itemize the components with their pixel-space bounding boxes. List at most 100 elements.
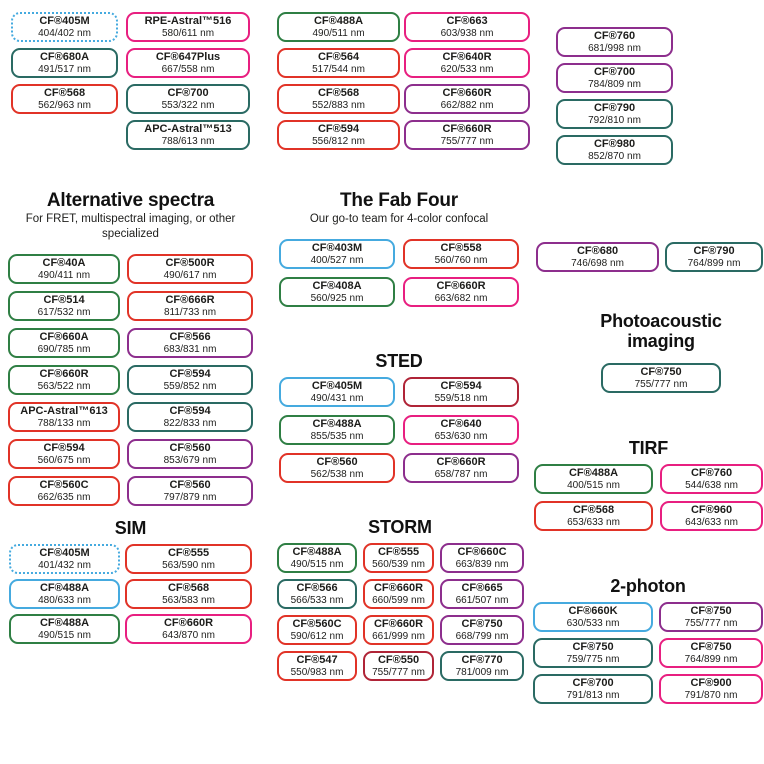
dye-wavelengths: 630/533 nm [566,617,620,629]
dye-name: CF®700 [572,677,614,689]
dye-wavelengths: 855/535 nm [310,430,364,442]
dye-wavelengths: 755/777 nm [634,378,688,390]
dye-wavelengths: 764/899 nm [687,257,741,269]
dye-wavelengths: 667/558 nm [161,63,215,75]
dye-name: CF®40A [42,257,86,269]
dye-name: CF®750 [572,641,614,653]
dye-name: CF®405M [39,547,90,559]
dye-wavelengths: 759/775 nm [566,653,620,665]
dye-wavelengths: 560/925 nm [310,292,364,304]
dye-name: CF®594 [169,368,211,380]
dye-wavelengths: 517/544 nm [312,63,365,75]
dye-name: CF®750 [690,605,732,617]
dye-name: CF®488A [292,546,342,558]
dye-name: CF®660C [457,546,507,558]
dye-name: CF®660A [39,331,89,343]
dye-wavelengths: 791/813 nm [566,689,620,701]
dye-name: CF®660R [39,368,89,380]
dye-name: CF®680 [576,245,619,257]
dye-wavelengths: 590/612 nm [290,630,344,642]
dye-wavelengths: 617/532 nm [37,306,91,318]
dye-wavelengths: 658/787 nm [434,468,488,480]
dye-name: CF®760 [593,30,636,42]
dye-name: CF®660R [436,280,486,292]
dye-wavelengths: 662/635 nm [37,491,91,503]
dye-name: CF®488A [313,15,364,27]
dye-wavelengths: 681/998 nm [588,42,641,54]
storm-title: STORM [368,517,432,537]
dye-wavelengths: 661/507 nm [455,594,509,606]
dye-name: CF®640R [442,51,492,63]
dye-name: CF®560 [316,456,358,468]
dye-name: CF®568 [167,582,210,594]
dye-name: CF®488A [568,467,619,479]
dye-name: CF®660R [442,87,492,99]
dye-wavelengths: 811/733 nm [163,306,217,318]
dye-name: CF®405M [311,380,363,392]
dye-wavelengths: 562/963 nm [38,99,91,111]
dye-name: CF®700 [167,87,209,99]
dye-name: RPE-Astral™516 [144,15,232,27]
dye-name: CF®568 [317,87,360,99]
dye-wavelengths: 566/533 nm [290,594,344,606]
dye-wavelengths: 660/599 nm [372,594,425,606]
dye-wavelengths: 683/831 nm [163,343,217,355]
dye-name: CF®660R [436,456,486,468]
dye-wavelengths: 560/675 nm [37,454,91,466]
dye-wavelengths: 490/511 nm [312,27,365,39]
dye-wavelengths: 563/590 nm [162,559,215,571]
dye-name: CF®790 [693,245,735,257]
fab-four-subtitle: Our go-to team for 4-color confocal [309,213,489,225]
dye-wavelengths: 663/839 nm [455,558,509,570]
dye-wavelengths: 490/515 nm [290,558,344,570]
dye-wavelengths: 401/432 nm [38,559,91,571]
dye-name: CF®550 [377,654,420,666]
dye-wavelengths: 552/883 nm [312,99,365,111]
dye-name: CF®560 [169,479,211,491]
dye-name: CF®560C [39,479,89,491]
dye-wavelengths: 822/833 nm [163,417,217,429]
dye-wavelengths: 764/899 nm [684,653,738,665]
dye-wavelengths: 746/698 nm [571,257,624,269]
dye-wavelengths: 653/630 nm [434,430,488,442]
photoacoustic-imaging-title: Photoacoustic imaging [600,311,722,351]
dye-name: CF®960 [690,504,733,516]
alternative-spectra-title: Alternative spectra [46,190,215,211]
